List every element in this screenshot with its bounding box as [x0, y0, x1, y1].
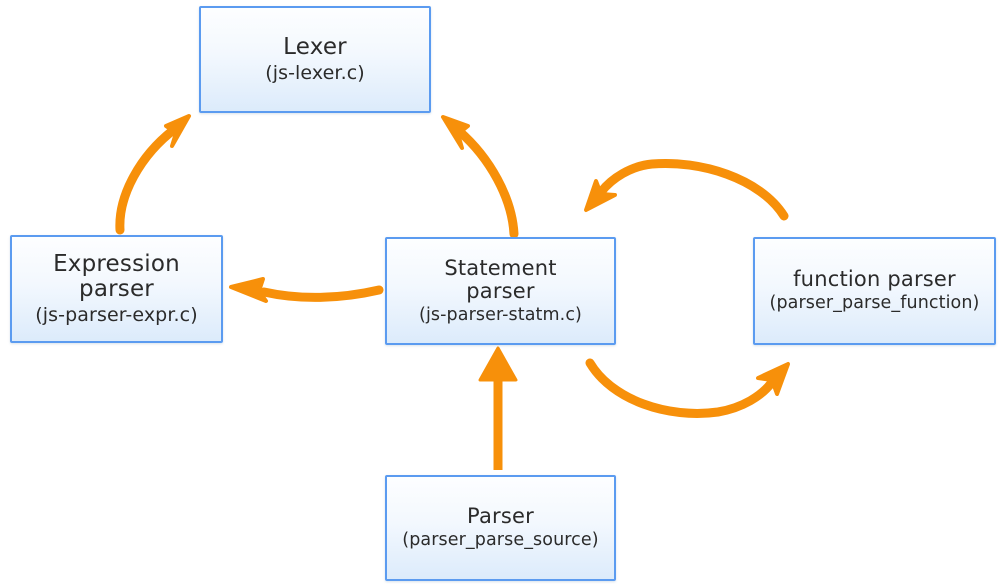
node-lexer-title: Lexer: [283, 33, 347, 60]
node-function-parser[interactable]: function parser (parser_parse_function): [753, 237, 996, 345]
node-statement-parser[interactable]: Statement parser (js-parser-statm.c): [385, 237, 616, 345]
edge-statement-parser-to-expression-parser: [229, 277, 384, 303]
node-function-parser-subtitle: (parser_parse_function): [769, 292, 980, 313]
node-expression-parser-subtitle: (js-parser-expr.c): [35, 304, 198, 327]
node-statement-parser-subtitle: (js-parser-statm.c): [419, 304, 582, 325]
edge-function-parser-to-statement-parser: [584, 158, 789, 221]
node-expression-parser[interactable]: Expression parser (js-parser-expr.c): [10, 235, 223, 343]
edge-parser-to-statement-parser: [478, 346, 518, 470]
edge-expression-parser-to-lexer: [115, 114, 191, 235]
edge-statement-parser-to-lexer: [441, 115, 519, 239]
node-expression-parser-title: Expression parser: [53, 250, 180, 303]
node-parser-subtitle: (parser_parse_source): [402, 529, 599, 550]
node-function-parser-title: function parser: [793, 267, 956, 292]
node-parser[interactable]: Parser (parser_parse_source): [385, 475, 616, 581]
node-lexer[interactable]: Lexer (js-lexer.c): [199, 6, 431, 113]
edge-statement-parser-to-function-parser: [585, 358, 790, 418]
node-statement-parser-title: Statement parser: [444, 255, 557, 304]
node-parser-title: Parser: [467, 504, 534, 529]
node-lexer-subtitle: (js-lexer.c): [265, 61, 365, 84]
